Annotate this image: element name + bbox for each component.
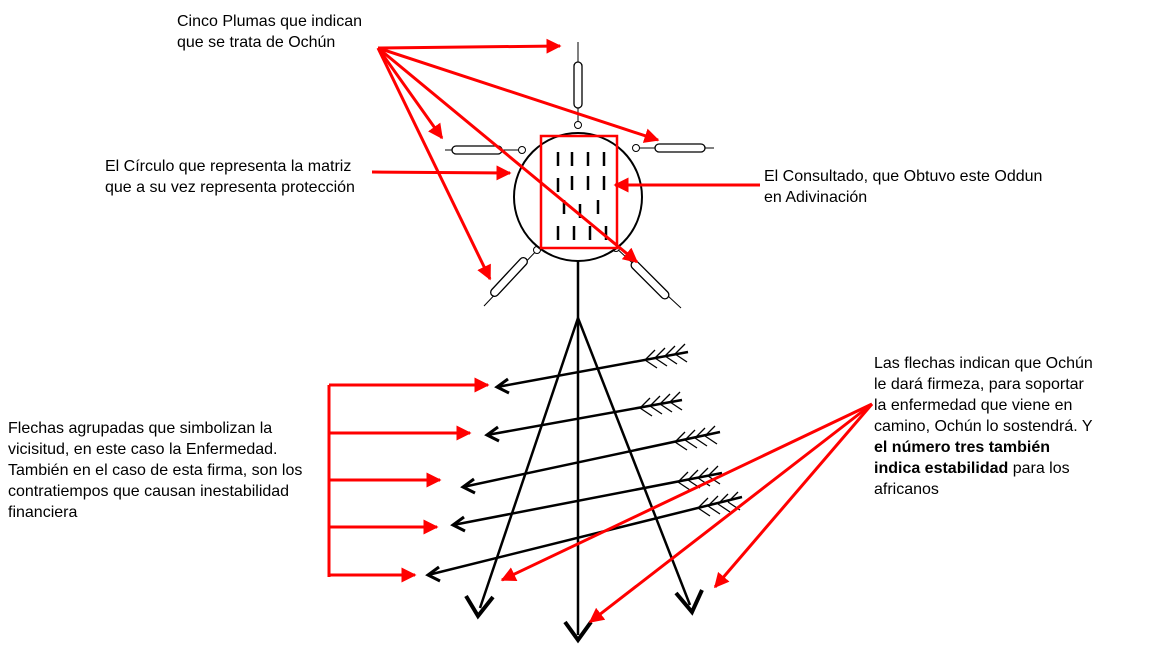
arrow-icon [494, 343, 689, 395]
feather-left [445, 145, 526, 155]
annotation-lines [327, 38, 874, 624]
grouped-arrows [425, 343, 743, 583]
label-plumas: Cinco Plumas que indican que se trata de… [177, 13, 362, 51]
oddun-marks [556, 152, 608, 240]
label-circulo: El Círculo que representa la matriz que … [105, 158, 355, 196]
arrow-icon [450, 465, 723, 533]
arrow-icon [484, 391, 683, 443]
label-flechas-indican-part1: Las flechas indican que Ochún le dará fi… [874, 355, 1093, 435]
matrix-circle [513, 132, 643, 262]
label-flechas-indican-part2: para los africanos [874, 460, 1070, 498]
arrow-icon [460, 425, 721, 495]
feather-right [632, 143, 714, 153]
arrow-icon [425, 491, 743, 583]
feather-top [573, 42, 583, 129]
label-flechas-indican: Las flechas indican que Ochún le dará fi… [874, 353, 1099, 500]
label-flechas-agrupadas: Flechas agrupadas que simbolizan la vici… [8, 420, 303, 521]
staff [464, 261, 704, 644]
feather-lower-right [612, 244, 682, 309]
feather-lower-left [483, 246, 541, 307]
label-flechas-indican-bold: el número tres también indica estabilida… [874, 439, 1051, 477]
label-consultado: El Consultado, que Obtuvo este Oddun en … [764, 168, 1043, 206]
